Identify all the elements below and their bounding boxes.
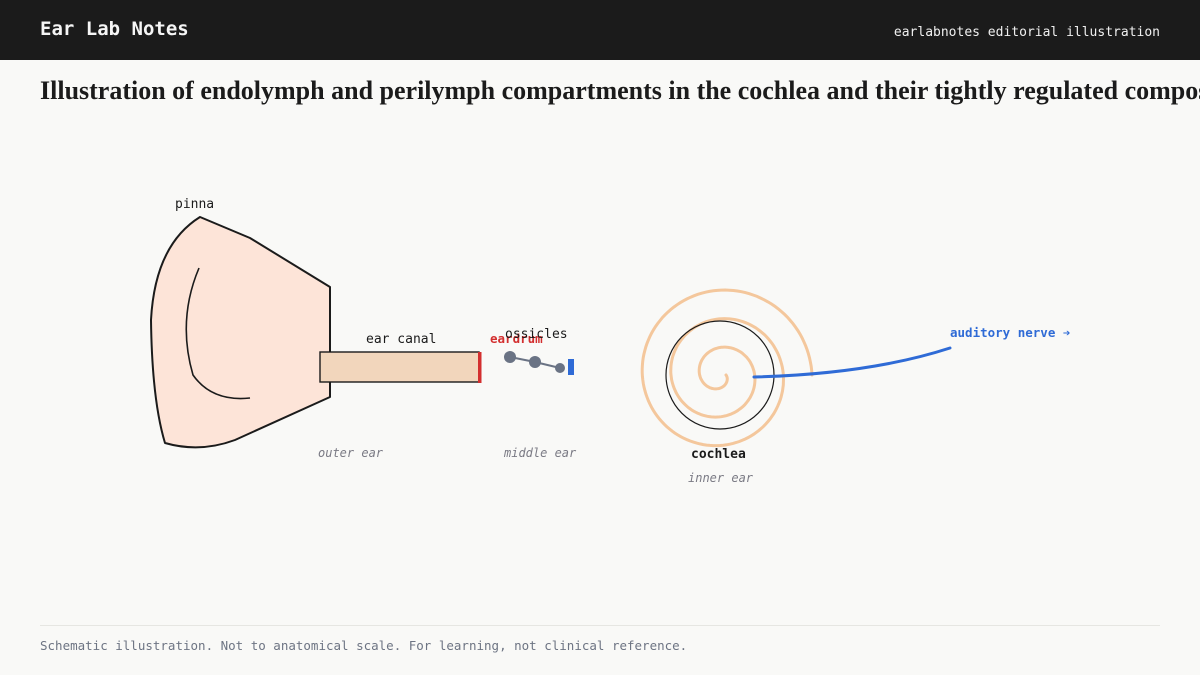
site-brand[interactable]: Ear Lab Notes <box>40 18 189 40</box>
cochlea-outline <box>665 320 775 430</box>
eardrum <box>478 352 482 383</box>
eardrum-label: eardrum <box>490 331 543 346</box>
ear-canal-label: ear canal <box>366 332 436 347</box>
middle-ear-caption: middle ear <box>503 446 577 460</box>
stapes <box>555 363 565 373</box>
auditory-nerve <box>752 346 952 379</box>
pinna-helix-curve <box>185 267 251 400</box>
auditory-nerve-label: auditory nerve ➔ <box>950 325 1071 340</box>
footer-note: Schematic illustration. Not to anatomica… <box>40 638 688 653</box>
pinna-shape <box>150 216 331 449</box>
malleus <box>504 351 516 363</box>
pinna-label: pinna <box>175 197 214 212</box>
inner-ear-caption: inner ear <box>688 471 754 485</box>
cochlea-spiral <box>640 288 814 448</box>
top-bar: Ear Lab Notes earlabnotes editorial illu… <box>0 0 1200 60</box>
outer-ear-caption: outer ear <box>318 446 384 460</box>
page-title: Illustration of endolymph and perilymph … <box>40 76 1200 105</box>
incus <box>529 356 541 368</box>
footer-divider <box>40 625 1160 626</box>
ossicles-label: ossicles <box>505 327 568 342</box>
ear-canal <box>319 351 480 383</box>
oval-window <box>568 359 574 375</box>
cochlea-label: cochlea <box>691 447 746 462</box>
header-tagline: earlabnotes editorial illustration <box>893 25 1160 40</box>
